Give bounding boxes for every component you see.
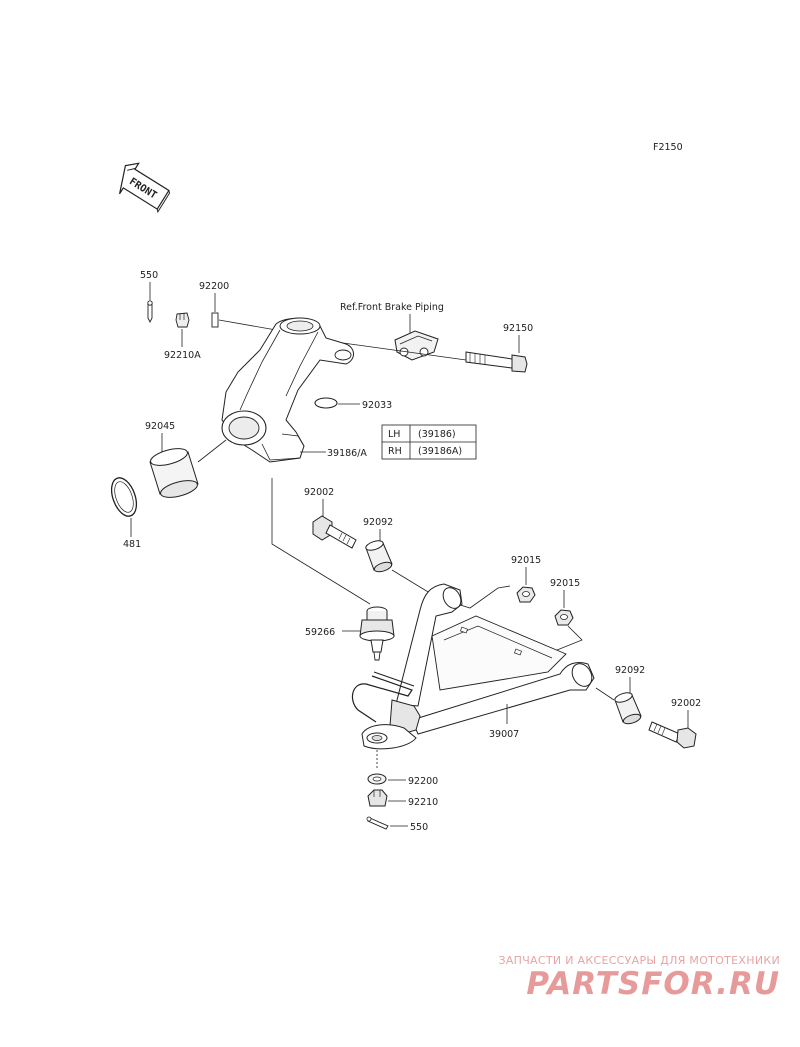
watermark: ЗАПЧАСТИ И АКСЕССУАРЫ ДЛЯ МОТОТЕХНИКИ PA… <box>470 946 790 1006</box>
reference-note: Ref.Front Brake Piping <box>340 302 444 313</box>
label-92150: 92150 <box>503 323 533 334</box>
ball-joint-59266-icon <box>359 606 395 661</box>
front-arrow-icon: FRONT <box>119 162 171 214</box>
label-92210-bottom: 92210 <box>408 797 438 808</box>
circlip-92033-icon <box>314 397 338 409</box>
cotter-pin-top-icon <box>147 300 153 324</box>
bushing-92092-left-icon <box>365 540 393 573</box>
label-92002-left: 92002 <box>304 487 334 498</box>
label-39007: 39007 <box>489 729 519 740</box>
table-row-lh-part: (39186) <box>418 429 456 440</box>
page-code: F2150 <box>653 142 683 153</box>
table-row-rh-part: (39186A) <box>418 446 462 457</box>
label-92045: 92045 <box>145 421 175 432</box>
table-row-lh-side: LH <box>388 429 400 440</box>
label-481: 481 <box>123 539 141 550</box>
washer-bottom-icon <box>367 773 387 785</box>
side-table: LH (39186) RH (39186A) <box>381 424 477 460</box>
bolt-92150-icon <box>465 351 528 373</box>
label-92015-a: 92015 <box>511 555 541 566</box>
snap-ring-481-icon <box>110 477 138 517</box>
label-92092-left: 92092 <box>363 517 393 528</box>
label-92200-top: 92200 <box>199 281 229 292</box>
label-92210A: 92210A <box>164 350 201 361</box>
steering-knuckle-icon <box>221 317 354 463</box>
label-92092-right: 92092 <box>615 665 645 676</box>
bolt-92002-right-icon <box>648 721 697 749</box>
nut-92015-a-icon <box>516 586 536 603</box>
table-row-rh-side: RH <box>388 446 402 457</box>
brake-hose-clamp-icon <box>394 330 439 361</box>
label-92015-b: 92015 <box>550 578 580 589</box>
label-550-top: 550 <box>140 270 158 281</box>
bearing-92045-icon <box>149 448 199 498</box>
lower-a-arm-39007-icon <box>351 583 595 750</box>
cotter-pin-bottom-icon <box>366 816 389 830</box>
washer-top-icon <box>211 312 219 328</box>
label-92033: 92033 <box>362 400 392 411</box>
watermark-logo: PARTSFOR.RU <box>526 966 780 1002</box>
label-92200-bottom: 92200 <box>408 776 438 787</box>
bushing-92092-right-icon <box>614 692 642 725</box>
label-550-bottom: 550 <box>410 822 428 833</box>
watermark-tagline: ЗАПЧАСТИ И АКСЕССУАРЫ ДЛЯ МОТОТЕХНИКИ <box>498 954 780 967</box>
label-59266: 59266 <box>305 627 335 638</box>
nut-92015-b-icon <box>554 609 574 626</box>
castle-nut-bottom-icon <box>367 789 388 807</box>
bolt-92002-left-icon <box>312 515 357 549</box>
label-92002-right: 92002 <box>671 698 701 709</box>
label-39186A: 39186/A <box>327 448 367 459</box>
castle-nut-top-icon <box>175 312 190 328</box>
